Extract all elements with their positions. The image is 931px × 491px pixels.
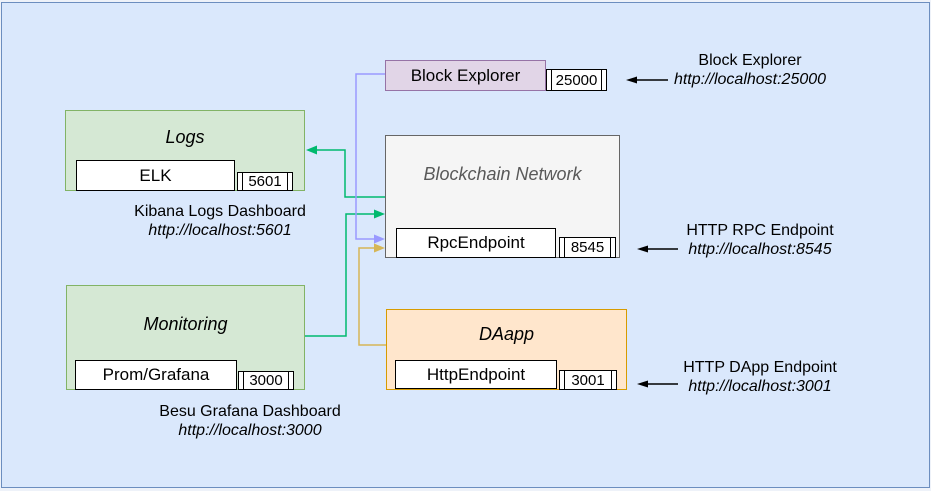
grafana-caption-title: Besu Grafana Dashboard bbox=[159, 403, 341, 420]
grafana-port-badge: 3000 bbox=[238, 371, 294, 390]
arrowhead-into-rpc-orange bbox=[374, 243, 385, 253]
prom-grafana-node: Prom/Grafana bbox=[75, 360, 237, 390]
grafana-caption-url: http://localhost:3000 bbox=[178, 422, 322, 439]
elk-port-number: 5601 bbox=[248, 173, 282, 190]
daapp-group-title: DAapp bbox=[478, 324, 535, 344]
block-explorer-annotation-url: http://localhost:25000 bbox=[673, 71, 827, 88]
dapp-annotation: HTTP DApp Endpoint http://localhost:3001 bbox=[650, 358, 870, 396]
monitoring-group-title: Monitoring bbox=[143, 314, 228, 334]
grafana-caption: Besu Grafana Dashboard http://localhost:… bbox=[120, 402, 380, 440]
arrow-dapp-url bbox=[637, 380, 678, 388]
dapp-port-number: 3001 bbox=[571, 371, 605, 389]
rpc-endpoint-node: RpcEndpoint bbox=[396, 228, 556, 258]
kibana-caption-title: Kibana Logs Dashboard bbox=[134, 203, 306, 220]
prom-grafana-node-label: Prom/Grafana bbox=[102, 365, 210, 384]
grafana-port-number: 3000 bbox=[249, 372, 283, 389]
dapp-annotation-url: http://localhost:3001 bbox=[688, 378, 832, 395]
dapp-annotation-title: HTTP DApp Endpoint bbox=[683, 359, 837, 376]
kibana-caption-url: http://localhost:5601 bbox=[148, 222, 292, 239]
arrowhead-into-rpc-purple bbox=[374, 234, 385, 244]
connector-daapp-to-rpc bbox=[358, 243, 386, 346]
logs-group-title: Logs bbox=[165, 127, 205, 147]
rpc-endpoint-node-label: RpcEndpoint bbox=[427, 233, 525, 252]
connector-monitoring-to-network bbox=[305, 209, 385, 337]
rpc-port-badge: 8545 bbox=[559, 237, 616, 258]
elk-port-badge: 5601 bbox=[237, 172, 293, 191]
dapp-port-badge: 3001 bbox=[559, 370, 617, 390]
arrow-blockexplorer-url bbox=[626, 76, 668, 84]
arrowhead-into-network bbox=[374, 209, 385, 219]
block-explorer-port-badge: 25000 bbox=[546, 69, 607, 91]
block-explorer-node-label: Block Explorer bbox=[410, 65, 521, 85]
arrowhead-into-logs bbox=[306, 145, 317, 155]
http-endpoint-node-label: HttpEndpoint bbox=[426, 364, 526, 384]
arrow-rpc-url bbox=[637, 245, 678, 253]
kibana-caption: Kibana Logs Dashboard http://localhost:5… bbox=[90, 202, 350, 240]
rpc-port-number: 8545 bbox=[570, 239, 605, 256]
block-explorer-node: Block Explorer bbox=[385, 60, 546, 91]
elk-node-label: ELK bbox=[139, 165, 172, 185]
blockchain-network-group-title: Blockchain Network bbox=[423, 164, 582, 184]
elk-node: ELK bbox=[76, 160, 235, 191]
connector-blockexplorer-to-rpc bbox=[355, 73, 385, 244]
rpc-annotation-title: HTTP RPC Endpoint bbox=[686, 222, 834, 239]
block-explorer-annotation-title: Block Explorer bbox=[698, 52, 802, 69]
rpc-annotation-url: http://localhost:8545 bbox=[688, 241, 832, 258]
rpc-annotation: HTTP RPC Endpoint http://localhost:8545 bbox=[650, 221, 870, 259]
block-explorer-annotation: Block Explorer http://localhost:25000 bbox=[640, 51, 860, 89]
http-endpoint-node: HttpEndpoint bbox=[395, 360, 557, 389]
connector-network-to-logs bbox=[306, 145, 385, 198]
block-explorer-port-number: 25000 bbox=[555, 71, 598, 89]
